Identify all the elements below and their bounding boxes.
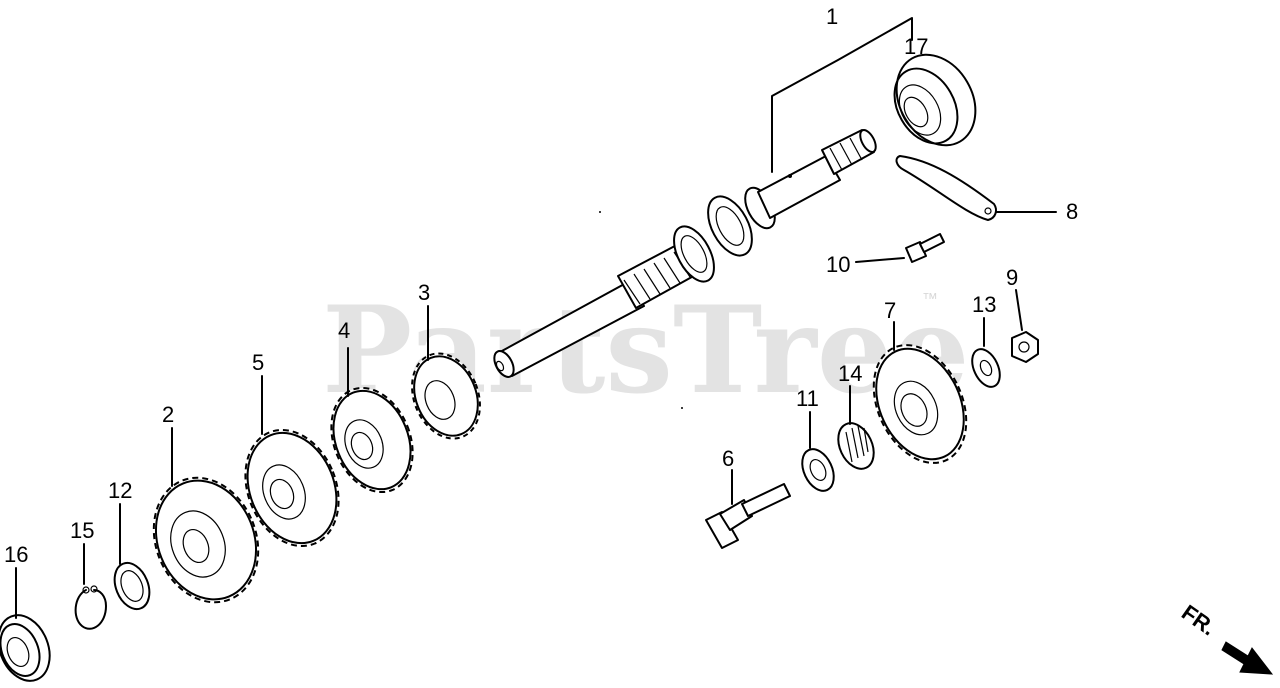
callout-15: 15 bbox=[70, 518, 94, 543]
gear-4[interactable] bbox=[317, 376, 428, 505]
setting-plate-8[interactable] bbox=[895, 155, 997, 221]
gear-7[interactable] bbox=[856, 330, 985, 478]
washer-12[interactable] bbox=[108, 558, 156, 614]
callout-7: 7 bbox=[884, 298, 896, 323]
callout-5: 5 bbox=[252, 350, 264, 375]
callout-1: 1 bbox=[826, 4, 838, 29]
callout-6: 6 bbox=[722, 446, 734, 471]
bearing-17[interactable] bbox=[881, 40, 991, 159]
washer-13[interactable] bbox=[967, 345, 1006, 391]
watermark-trademark: ™ bbox=[922, 291, 938, 308]
callout-9: 9 bbox=[1006, 265, 1018, 290]
callout-12: 12 bbox=[108, 478, 132, 503]
bearing-16[interactable] bbox=[0, 607, 59, 688]
nut-9[interactable] bbox=[1011, 331, 1039, 363]
callout-11: 11 bbox=[796, 386, 819, 411]
gear-2[interactable] bbox=[136, 462, 277, 618]
main-shaft[interactable] bbox=[490, 128, 879, 381]
callout-14: 14 bbox=[838, 361, 862, 386]
circlip-15[interactable] bbox=[74, 585, 107, 630]
callout-13: 13 bbox=[972, 292, 996, 317]
leader-1 bbox=[771, 17, 913, 173]
callout-2: 2 bbox=[162, 402, 174, 427]
front-direction-arrow: FR. bbox=[1177, 600, 1274, 675]
callout-4: 4 bbox=[338, 318, 350, 343]
washer-11[interactable] bbox=[796, 444, 840, 496]
needle-bearing-14[interactable] bbox=[831, 417, 880, 474]
callout-10: 10 bbox=[826, 252, 850, 277]
front-label: FR. bbox=[1177, 600, 1220, 641]
gear-3[interactable] bbox=[400, 343, 492, 449]
callout-3: 3 bbox=[418, 280, 430, 305]
shaft-6[interactable] bbox=[705, 483, 791, 549]
leader-9 bbox=[1015, 289, 1023, 331]
callout-17: 17 bbox=[904, 34, 928, 59]
gear-5[interactable] bbox=[229, 416, 356, 560]
callout-8: 8 bbox=[1066, 199, 1078, 224]
bolt-10[interactable] bbox=[905, 233, 945, 263]
leader-10 bbox=[855, 257, 905, 263]
callout-16: 16 bbox=[4, 542, 28, 567]
